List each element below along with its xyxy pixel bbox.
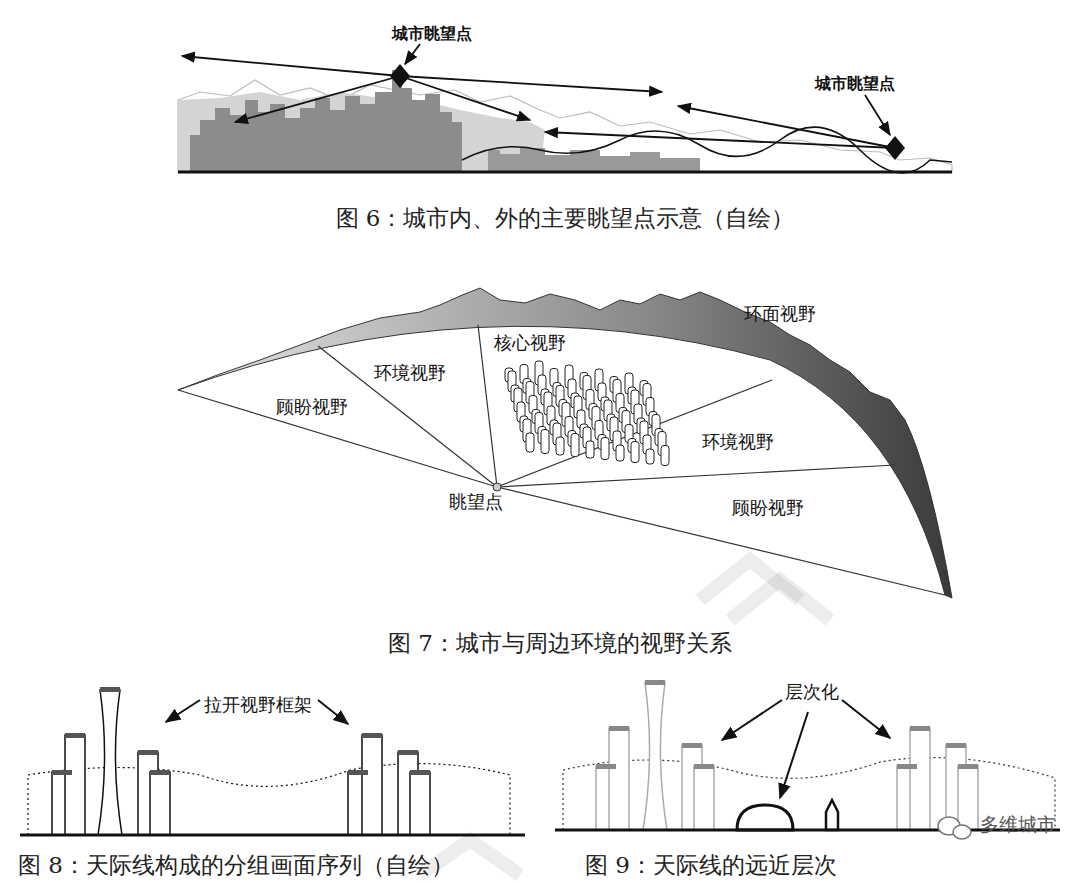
- figure-caption: 图 6：城市内、外的主要眺望点示意（自绘）: [336, 205, 795, 231]
- watermark: 多维城市: [980, 814, 1056, 836]
- field-label: 核心视野: [492, 333, 568, 354]
- fig6-illustration: [178, 44, 952, 173]
- fig8-illustration: [20, 687, 525, 835]
- building: [541, 430, 549, 454]
- field-label: 环面视野: [744, 304, 816, 325]
- building: [661, 446, 669, 466]
- callout-label: 城市眺望点: [815, 75, 895, 93]
- watermark-chevrons: [420, 560, 830, 875]
- fig7-illustration: [178, 288, 952, 598]
- building: [631, 442, 639, 463]
- building: [646, 449, 654, 464]
- callout-label: 城市眺望点: [392, 25, 472, 43]
- callout-label: 拉开视野框架: [204, 695, 312, 716]
- building: [616, 445, 624, 461]
- city-blocks: [505, 361, 669, 466]
- fig9-illustration: [555, 680, 1060, 839]
- building: [586, 441, 594, 458]
- field-label: 顾盼视野: [276, 397, 348, 418]
- point-label: 眺望点: [449, 492, 503, 513]
- building: [556, 437, 564, 455]
- callout-label: 层次化: [785, 682, 839, 703]
- figure-caption: 图 8：天际线构成的分组画面序列（自绘）: [18, 852, 454, 878]
- building: [571, 434, 579, 457]
- building: [601, 438, 609, 460]
- figure-caption: 图 7：城市与周边环境的视野关系: [388, 630, 732, 656]
- field-label: 顾盼视野: [732, 498, 804, 519]
- field-label: 环境视野: [702, 432, 774, 453]
- field-label: 环境视野: [374, 363, 446, 384]
- building: [526, 433, 534, 452]
- figure-caption: 图 9：天际线的远近层次: [585, 852, 837, 878]
